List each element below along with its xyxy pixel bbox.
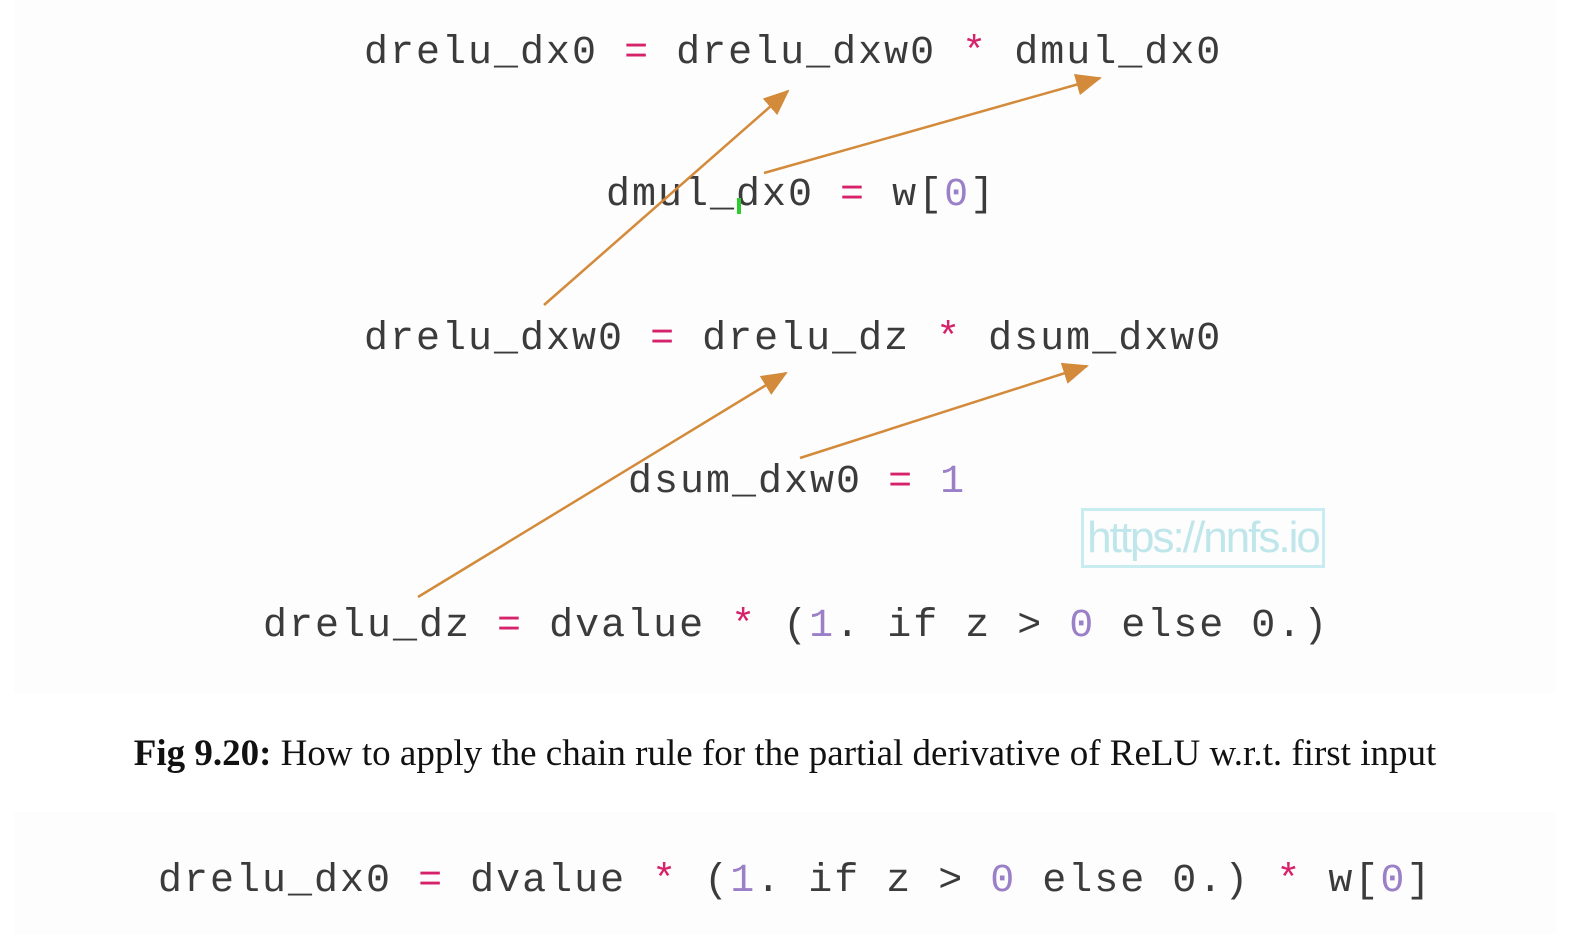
eq4-value: 1 (940, 460, 967, 505)
equation-dmul-dx0: dmul_dx0 = w[0] (606, 172, 996, 220)
final-else-clause: else 0 (1016, 859, 1199, 904)
final-dvalue: dvalue (470, 859, 627, 904)
equation-drelu-dxw0: drelu_dxw0 = drelu_dz * dsum_dxw0 (364, 316, 1222, 364)
eq5-zero: 0 (1069, 604, 1096, 649)
eq5-paren-open: ( (783, 604, 810, 649)
final-zero: 0 (990, 859, 1017, 904)
final-paren-open: ( (704, 859, 731, 904)
eq2-equals: = (840, 173, 867, 218)
eq5-if-clause: . if z > (835, 604, 1070, 649)
watermark-nnfs: https://nnfs.io (1081, 508, 1325, 568)
final-if-clause: . if z > (756, 859, 991, 904)
eq1-term-drelu-dxw0: drelu_dxw0 (676, 31, 937, 76)
eq2-lhs: dmul_dx0 (606, 173, 815, 218)
chain-rule-arrows (417, 73, 1102, 599)
eq1-multiply: * (962, 31, 989, 76)
final-lhs: drelu_dx0 (158, 859, 393, 904)
arrow-dsum-dxw0-to-eq3 (799, 362, 1089, 460)
eq3-term-drelu-dz: drelu_dz (702, 317, 911, 362)
arrow-drelu-dxw0-to-eq1 (543, 89, 790, 306)
arrow-dmul-dx0-to-eq1 (763, 73, 1102, 175)
eq5-paren-close: .) (1277, 604, 1330, 649)
final-paren-close: .) (1198, 859, 1251, 904)
diagram-panel (14, 0, 1556, 693)
final-equation: drelu_dx0 = dvalue * (1. if z > 0 else 0… (158, 858, 1432, 906)
eq2-index: 0 (944, 173, 971, 218)
eq3-lhs: drelu_dxw0 (364, 317, 625, 362)
eq3-equals: = (650, 317, 677, 362)
final-index: 0 (1380, 859, 1407, 904)
figure-caption-text: How to apply the chain rule for the part… (271, 733, 1437, 774)
eq2-close: ] (970, 173, 997, 218)
final-equals: = (418, 859, 445, 904)
eq2-w-open: w[ (892, 173, 945, 218)
equation-drelu-dx0: drelu_dx0 = drelu_dxw0 * dmul_dx0 (364, 30, 1222, 78)
figure-label: Fig 9.20: (133, 733, 272, 774)
equation-drelu-dz: drelu_dz = dvalue * (1. if z > 0 else 0.… (263, 603, 1329, 651)
eq5-multiply: * (731, 604, 758, 649)
eq3-term-dsum-dxw0: dsum_dxw0 (988, 317, 1223, 362)
eq5-equals: = (497, 604, 524, 649)
final-multiply-1: * (652, 859, 679, 904)
eq1-term-dmul-dx0: dmul_dx0 (1014, 31, 1223, 76)
eq5-dvalue: dvalue (549, 604, 706, 649)
final-multiply-2: * (1276, 859, 1303, 904)
eq3-multiply: * (936, 317, 963, 362)
eq4-lhs: dsum_dxw0 (628, 460, 863, 505)
final-equation-panel (14, 812, 1556, 934)
eq5-one: 1 (809, 604, 836, 649)
eq5-else-clause: else 0 (1095, 604, 1278, 649)
final-w-close: ] (1406, 859, 1433, 904)
final-one: 1 (730, 859, 757, 904)
equation-dsum-dxw0: dsum_dxw0 = 1 (628, 459, 966, 507)
eq1-equals: = (624, 31, 651, 76)
text-cursor (737, 198, 741, 214)
eq1-lhs: drelu_dx0 (364, 31, 599, 76)
eq4-equals: = (888, 460, 915, 505)
figure-caption: Fig 9.20: How to apply the chain rule fo… (0, 732, 1570, 775)
eq5-lhs: drelu_dz (263, 604, 472, 649)
final-w-open: w[ (1328, 859, 1381, 904)
arrow-drelu-dz-to-eq3 (417, 371, 788, 599)
